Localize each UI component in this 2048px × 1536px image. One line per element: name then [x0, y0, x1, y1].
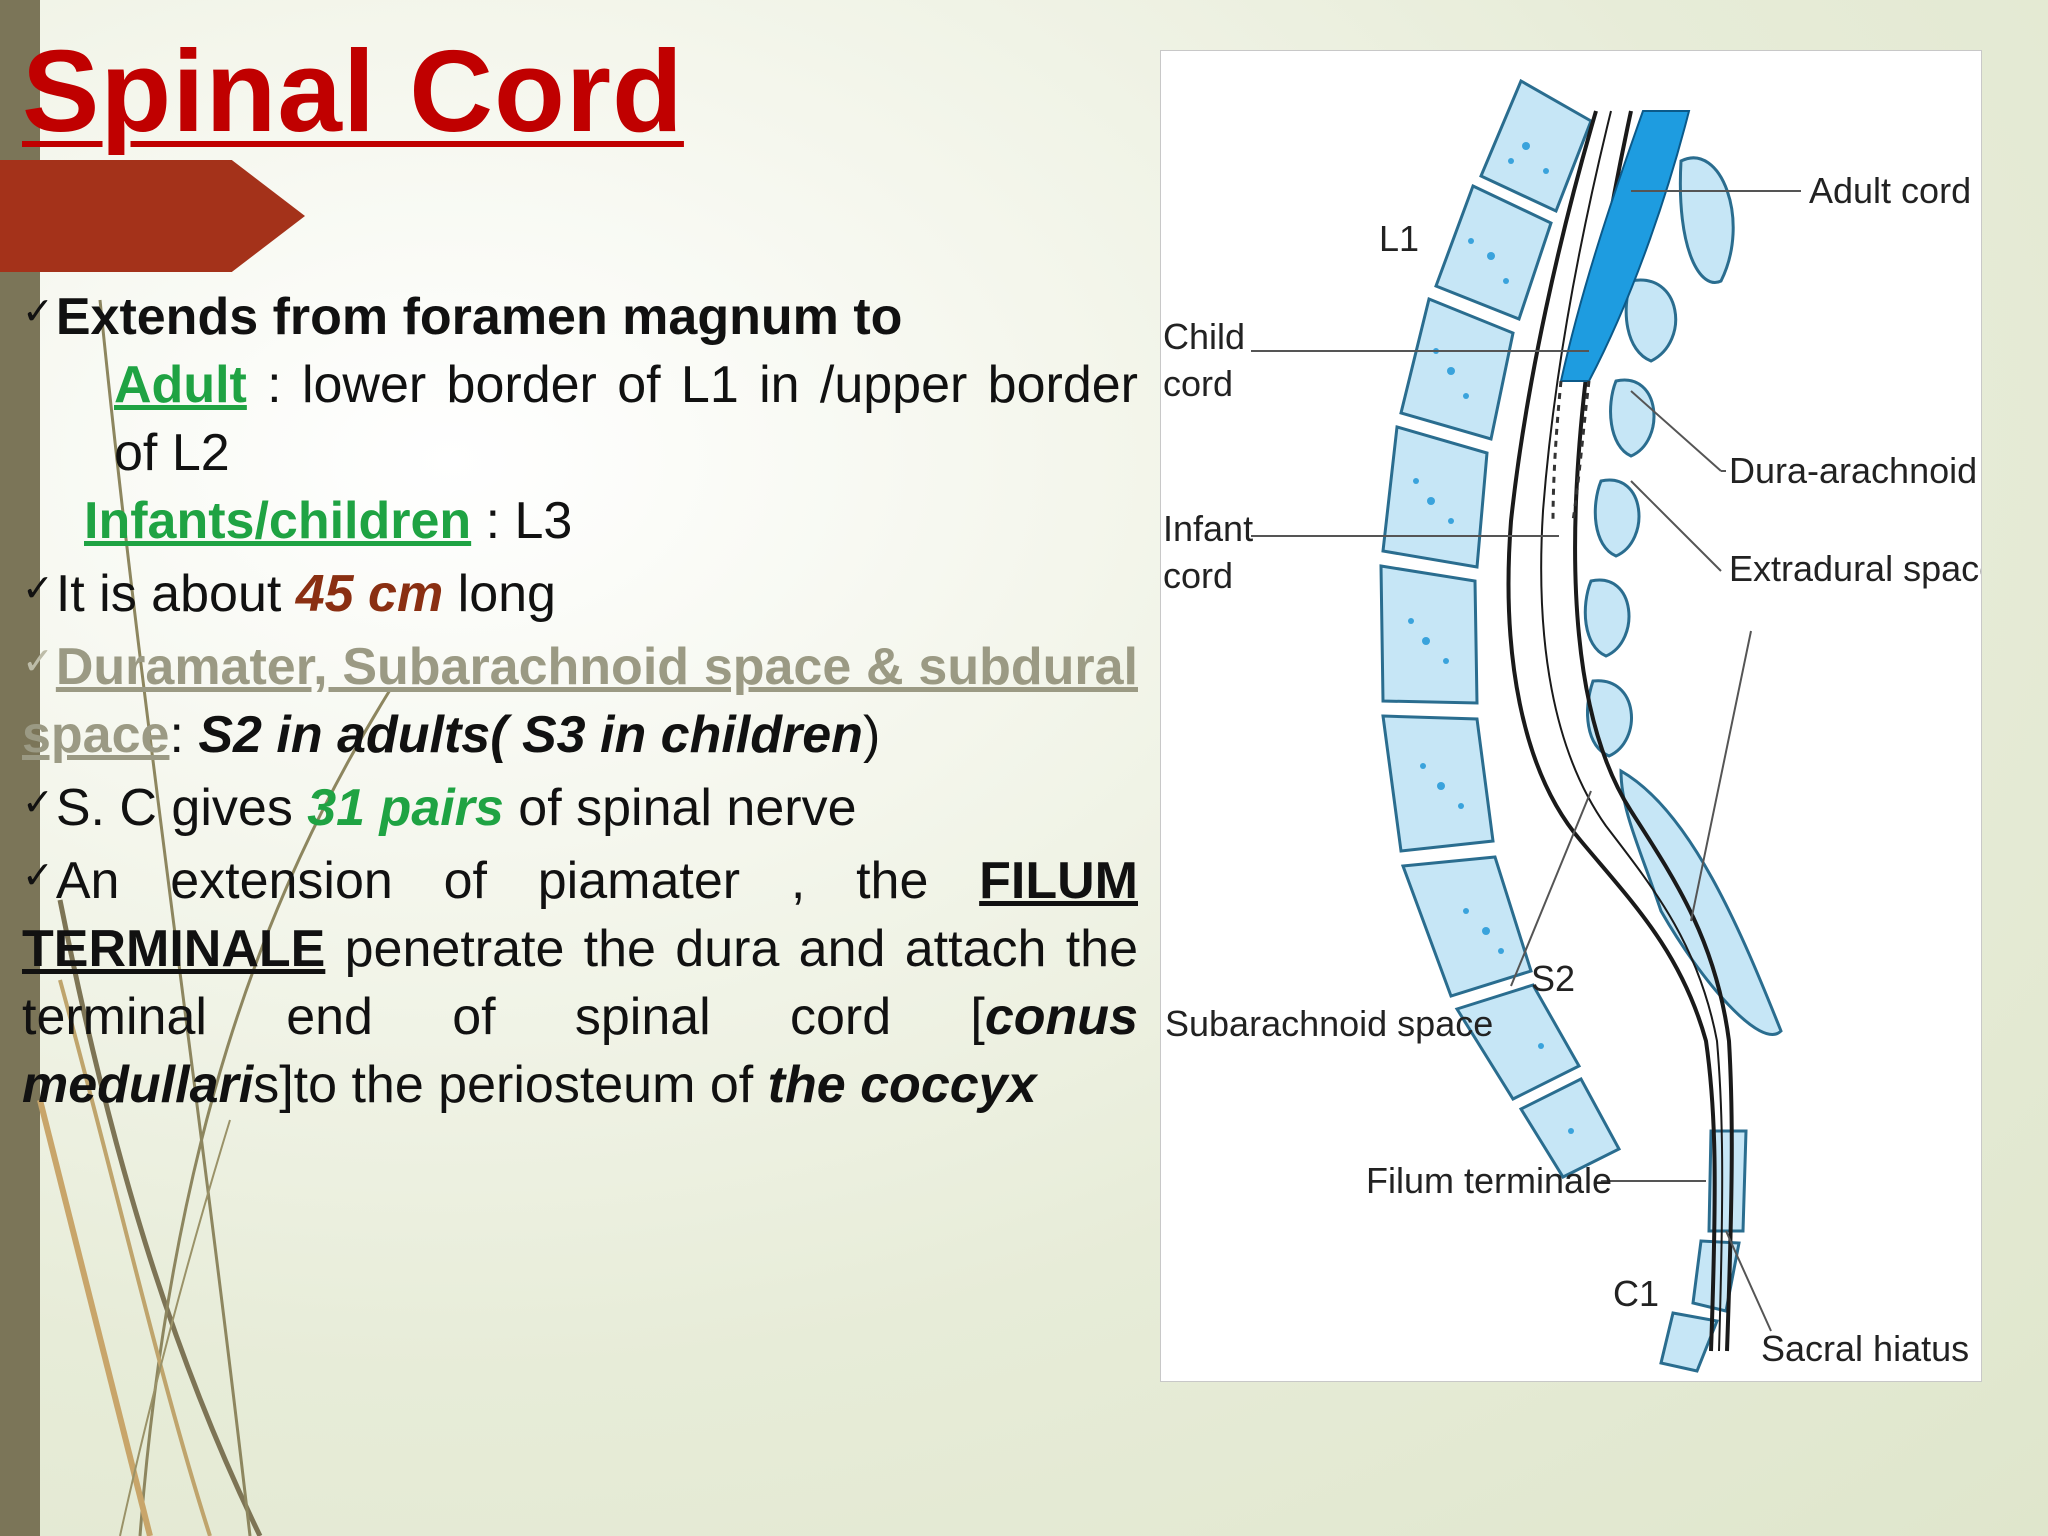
check-icon: ✓ — [22, 855, 54, 897]
vertebra — [1381, 425, 1489, 569]
filum-term: FILUM TERMINALE — [22, 852, 1138, 978]
bullet-text: It is about — [55, 565, 296, 623]
label-adult-cord: Adult cord — [1809, 170, 1971, 211]
coccyx-segment — [1659, 1311, 1720, 1373]
conus-term: conus medullari — [22, 988, 1138, 1114]
leader-line — [1690, 630, 1752, 922]
arrow-banner — [0, 160, 305, 272]
bullet-text: ) — [862, 706, 881, 764]
spinous-process — [1678, 156, 1735, 284]
bullet-text: of spinal nerve — [503, 779, 857, 837]
spinous-processes — [1583, 156, 1783, 1036]
leader-line — [1630, 480, 1722, 572]
vertebra — [1379, 564, 1479, 705]
adult-text: : lower border of L1 in /upper border of… — [114, 356, 1138, 482]
nerve-count: 31 pairs — [307, 779, 504, 837]
spinous-process — [1624, 278, 1678, 363]
label-infant-cord-1: Infant — [1163, 508, 1253, 549]
coccyx — [1659, 1129, 1748, 1373]
label-sacral-hiatus: Sacral hiatus — [1761, 1328, 1969, 1369]
bullet-text: An extension of piamater , the — [55, 852, 980, 910]
infant-cord-outline — [1551, 380, 1563, 522]
infant-label: Infants/children — [84, 492, 472, 550]
label-subarachnoid-space: Subarachnoid space — [1165, 1003, 1493, 1044]
leader-line — [1630, 390, 1722, 472]
leader-lines — [1251, 190, 1801, 1332]
label-child-cord-1: Child — [1163, 316, 1245, 357]
bullet-extends: ✓Extends from foramen magnum to — [22, 278, 1138, 351]
adult-cord — [1559, 110, 1691, 382]
meninges-level: S2 in adults( S3 in children — [198, 706, 863, 764]
label-c1: C1 — [1613, 1273, 1659, 1314]
label-infant-cord-2: cord — [1163, 555, 1233, 596]
label-extradural-space: Extradural space — [1729, 548, 1981, 589]
adult-label: Adult — [114, 356, 247, 414]
bullet-text: long — [443, 565, 556, 623]
infant-text: : L3 — [471, 492, 573, 550]
bullet-nerves: ✓S. C gives 31 pairs of spinal nerve — [22, 769, 1138, 842]
check-icon: ✓ — [22, 568, 54, 610]
label-filum-terminale: Filum terminale — [1366, 1160, 1612, 1201]
bullet-meninges: ✓Duramater, Subarachnoid space & subdura… — [22, 628, 1138, 769]
bullet-filum: ✓An extension of piamater , the FILUM TE… — [22, 842, 1138, 1119]
label-s2: S2 — [1531, 958, 1575, 999]
vertebra — [1400, 855, 1533, 998]
sacral-segment — [1518, 1077, 1622, 1179]
bullet-text: s]to the periosteum of — [253, 1056, 768, 1114]
vertebra — [1479, 78, 1593, 214]
adult-level: Adult : lower border of L1 in /upper bor… — [22, 351, 1138, 487]
bullet-text: S. C gives — [55, 779, 308, 837]
content-body: ✓Extends from foramen magnum to Adult : … — [22, 278, 1138, 1119]
spinous-process — [1583, 578, 1631, 658]
coccyx-term: the coccyx — [767, 1056, 1037, 1114]
bone-texture — [1408, 142, 1574, 1134]
spinal-cord-diagram: Adult cord L1 Child cord Dura-arachnoid … — [1160, 50, 1982, 1382]
sacral-segment — [1454, 983, 1582, 1101]
page-title: Spinal Cord — [22, 26, 684, 156]
check-icon: ✓ — [22, 782, 54, 824]
label-l1: L1 — [1379, 218, 1419, 259]
bullet-length: ✓It is about 45 cm long — [22, 555, 1138, 628]
bullet-text: Extends from foramen magnum to — [55, 288, 903, 346]
sacrum-dorsal — [1619, 768, 1783, 1036]
bullet-text: : — [169, 706, 199, 764]
coccyx-segment — [1707, 1129, 1748, 1233]
vertebral-bodies — [1379, 78, 1622, 1179]
infant-level: Infants/children : L3 — [22, 487, 1138, 555]
leader-line — [1725, 1230, 1772, 1332]
label-dura-arachnoid: Dura-arachnoid — [1729, 450, 1977, 491]
leader-line — [1510, 790, 1592, 987]
meninges-label: Duramater, Subarachnoid space & subdural… — [22, 638, 1138, 764]
spinous-process — [1609, 378, 1656, 458]
child-cord-outline — [1571, 380, 1591, 522]
label-child-cord-2: cord — [1163, 363, 1233, 404]
check-icon: ✓ — [22, 291, 54, 333]
spinous-process — [1593, 478, 1641, 558]
length-value: 45 cm — [295, 565, 444, 623]
bullet-text: penetrate the dura and attach the termin… — [22, 920, 1138, 1046]
vertebra — [1399, 296, 1515, 441]
check-icon: ✓ — [22, 641, 54, 683]
vertebra — [1434, 183, 1553, 321]
spine-illustration: Adult cord L1 Child cord Dura-arachnoid … — [1163, 78, 1981, 1373]
